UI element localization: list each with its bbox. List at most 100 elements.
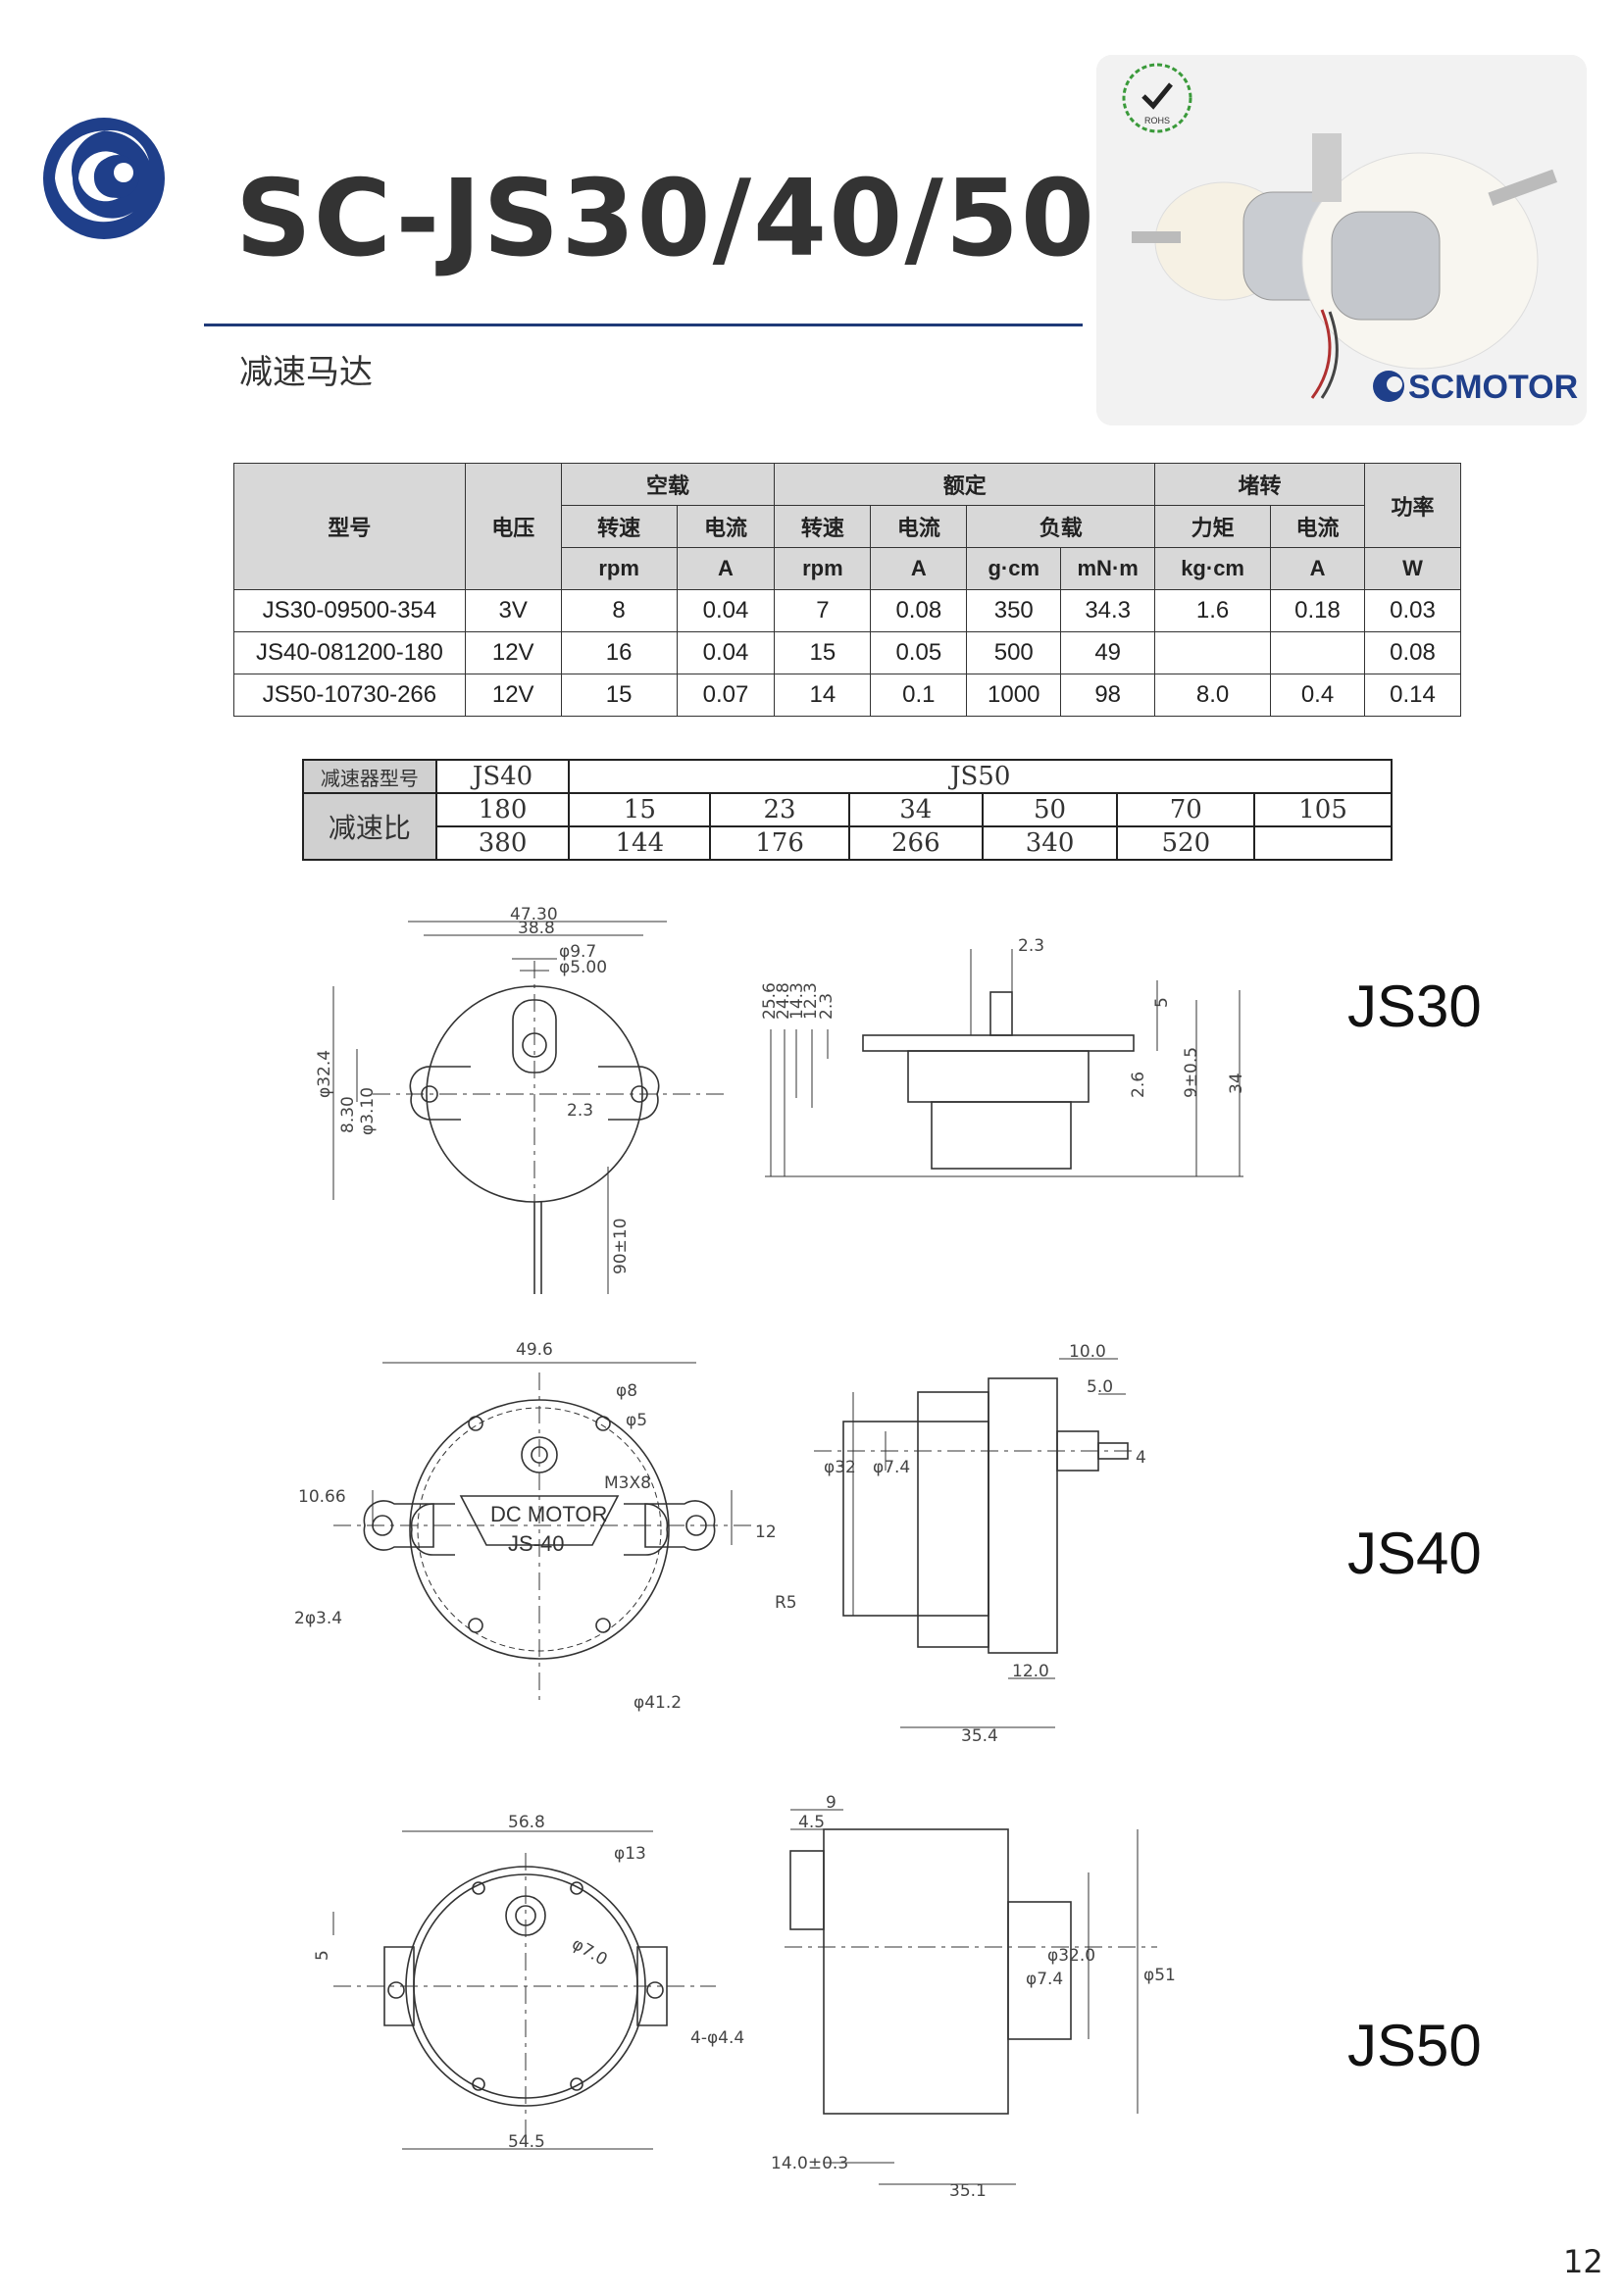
table-cell: 0.14 <box>1363 674 1462 717</box>
table-cell: 12V <box>464 631 562 674</box>
page-number: 12 <box>1563 2243 1603 2280</box>
dim-label: 9 <box>826 1794 836 1813</box>
table-cell: 0.08 <box>1363 631 1462 674</box>
header-model: 型号 <box>233 463 466 590</box>
header-power: 功率 <box>1363 463 1462 548</box>
js50-drawing: 56.8 φ13 φ7.0 5 4-φ4.4 54.5 9 4.5 φ32.0 … <box>313 1794 1176 2196</box>
motor-plate-line2: JS-40 <box>508 1531 564 1556</box>
dim-label: 10.0 <box>1069 1342 1106 1362</box>
table-cell: 500 <box>966 631 1062 674</box>
js30-side-view <box>765 949 1243 1177</box>
table-cell: 380 <box>434 825 571 861</box>
dim-label: 12.0 <box>1012 1662 1049 1681</box>
dim-label: 5.0 <box>1087 1377 1113 1397</box>
table-cell: 15 <box>560 674 678 717</box>
table-cell: 180 <box>434 792 571 827</box>
js40-drawing: 49.6 φ8 φ5 M3X8 10.66 12 2φ3.4 R5 φ41.2 … <box>294 1340 1146 1745</box>
dim-label: 34 <box>1227 1073 1246 1094</box>
js40-label: JS40 <box>434 759 571 794</box>
dim-label: 12.3 <box>801 982 821 1020</box>
dim-label: φ32.4 <box>315 1050 334 1098</box>
table-cell: 3V <box>464 589 562 632</box>
table-cell: 266 <box>847 825 984 861</box>
js50-front-view <box>332 1830 716 2150</box>
table-cell: 0.1 <box>870 674 968 717</box>
reduction-ratio-table: 减速器型号 JS40 JS50 减速比 180 15 23 34 50 70 1… <box>302 759 1393 861</box>
table-cell: 0.08 <box>870 589 968 632</box>
dim-label: φ7.0 <box>569 1934 611 1970</box>
table-row: 减速比 180 15 23 34 50 70 105 <box>302 792 1393 861</box>
js40-label: JS40 <box>1347 1521 1482 1586</box>
table-cell: 50 <box>981 792 1119 827</box>
dim-label: 2.3 <box>817 993 836 1020</box>
js30-front-view <box>332 921 726 1294</box>
dim-label: 14.0±0.3 <box>771 2154 848 2173</box>
table-cell: 0.05 <box>870 631 968 674</box>
table-cell <box>1154 631 1272 674</box>
dim-label: φ51 <box>1143 1966 1176 1985</box>
table-cell: 15 <box>774 631 872 674</box>
header-load: 负载 <box>966 505 1156 548</box>
dim-label: 49.6 <box>516 1340 553 1360</box>
dim-label: 24.8 <box>774 982 793 1020</box>
table-cell <box>1253 825 1393 861</box>
rohs-badge: ROHS <box>1122 63 1192 133</box>
dim-label: 54.5 <box>508 2132 545 2152</box>
dim-label: φ9.7 <box>559 942 596 962</box>
dim-label: 5 <box>1152 997 1172 1008</box>
dim-label: 25.6 <box>760 982 780 1020</box>
js40-side-view <box>814 1358 1138 1728</box>
dim-label: 4.5 <box>798 1813 825 1832</box>
unit-cell: rpm <box>560 547 678 590</box>
table-cell: 0.18 <box>1270 589 1365 632</box>
table-cell: 16 <box>560 631 678 674</box>
dim-label: 47.30 <box>510 905 558 924</box>
table-cell: 70 <box>1116 792 1256 827</box>
motor-plate-line1: DC MOTOR <box>490 1502 607 1526</box>
header-current: 电流 <box>1270 505 1365 548</box>
dim-label: 4 <box>1136 1448 1146 1468</box>
table-cell: 7 <box>774 589 872 632</box>
svg-text:ROHS: ROHS <box>1144 116 1170 125</box>
dim-label: 14.3 <box>787 982 807 1020</box>
dim-label: 35.4 <box>961 1726 998 1745</box>
js50-label: JS50 <box>568 759 1393 794</box>
unit-cell: W <box>1363 547 1462 590</box>
header-speed: 转速 <box>774 505 872 548</box>
table-cell: 34 <box>847 792 984 827</box>
dim-label: 12 <box>755 1522 777 1542</box>
dim-label: 35.1 <box>949 2181 987 2196</box>
dim-label: φ7.4 <box>1026 1970 1063 1989</box>
table-cell: 8.0 <box>1154 674 1272 717</box>
header-voltage: 电压 <box>464 463 562 590</box>
dim-label: φ5.00 <box>559 958 607 977</box>
dim-label: φ32.0 <box>1047 1946 1095 1966</box>
dim-label: 4-φ4.4 <box>690 2028 744 2048</box>
unit-cell: A <box>870 547 968 590</box>
motor-image-right <box>1301 133 1557 399</box>
table-cell: 8 <box>560 589 678 632</box>
header-stall: 堵转 <box>1154 463 1365 506</box>
table-cell: 340 <box>981 825 1119 861</box>
unit-cell: A <box>676 547 776 590</box>
dim-label: 8.30 <box>338 1096 358 1133</box>
table-cell: 23 <box>709 792 850 827</box>
dim-label: φ13 <box>614 1844 646 1864</box>
table-cell: 0.03 <box>1363 589 1462 632</box>
table-cell <box>1270 631 1365 674</box>
svg-text:SCMOTOR: SCMOTOR <box>1408 369 1578 406</box>
header-no-load: 空载 <box>560 463 776 506</box>
gearbox-type-label: 减速器型号 <box>302 759 437 794</box>
unit-cell: g·cm <box>966 547 1062 590</box>
title-underline <box>204 324 1083 326</box>
js30-label: JS30 <box>1347 973 1482 1039</box>
table-cell: JS40-081200-180 <box>233 631 466 674</box>
header-current: 电流 <box>676 505 776 548</box>
js50-side-view <box>785 1809 1157 2185</box>
table-cell: 34.3 <box>1060 589 1156 632</box>
dim-label: R5 <box>775 1593 797 1613</box>
unit-cell: A <box>1270 547 1365 590</box>
product-photo: ROHS SCMOTOR <box>1096 55 1587 425</box>
unit-cell: rpm <box>774 547 872 590</box>
page-subtitle: 减速马达 <box>239 353 373 392</box>
